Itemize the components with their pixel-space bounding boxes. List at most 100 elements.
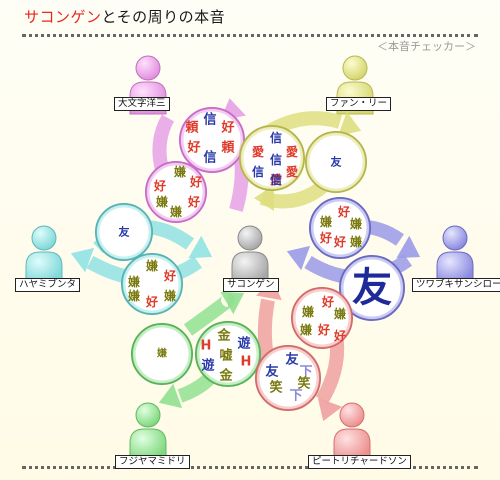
kanji-fanly-out-7: 信 xyxy=(270,172,282,187)
bubble-hayami-in-ring xyxy=(122,254,182,314)
person-taibunji-head xyxy=(135,55,161,81)
arrowhead-hayami-out xyxy=(188,235,213,259)
person-hayamibunta-body xyxy=(25,251,63,285)
person-hayamibunta xyxy=(25,225,63,285)
bubble-fanly-out-ring xyxy=(240,126,304,190)
bubble-hayami-out-ring xyxy=(96,204,152,260)
kanji-hayami-in-2: 嫌 xyxy=(127,274,140,289)
bubble-hayami-out xyxy=(95,203,153,261)
bubble-peter-in-ring xyxy=(256,346,320,410)
kanji-fujiyama-in-5: 遊 xyxy=(201,358,214,374)
person-center xyxy=(231,225,269,285)
kanji-peter-out-3: 好 xyxy=(317,322,330,337)
kanji-peter-in-0: 友 xyxy=(285,352,298,368)
kanji-taibunji-out-2: 信 xyxy=(203,112,216,128)
kanji-hayami-in-1: 好 xyxy=(163,268,176,283)
kanji-taibunji-in-1: 好 xyxy=(153,178,166,193)
bubble-taibunji-out xyxy=(179,107,245,173)
kanji-tsuwabuki-in: 友 xyxy=(352,265,392,311)
kanji-hayami-in-0: 嫌 xyxy=(145,258,158,273)
kanji-tsuwabuki-out-3: 好 xyxy=(333,234,346,249)
kanji-fujiyama-in-2: H xyxy=(201,339,212,354)
bubble-fujiyama-out-ring xyxy=(132,324,192,384)
kanji-taibunji-in-0: 嫌 xyxy=(173,164,186,179)
person-fujiyama xyxy=(129,402,167,462)
person-peter xyxy=(333,402,371,462)
kanji-hayami-in-5: 嫌 xyxy=(127,288,140,303)
kanji-peter-in-4: 下 xyxy=(289,389,302,404)
bottom-divider xyxy=(22,466,478,469)
bubble-tsuwabuki-in xyxy=(339,255,405,321)
person-tsuwabuki-body xyxy=(436,251,474,285)
kanji-tsuwabuki-out-5: 嫌 xyxy=(349,234,362,249)
kanji-fujiyama-in-1: 遊 xyxy=(237,336,250,352)
kanji-fanly-out-2: 愛 xyxy=(286,144,298,159)
page-title: サコンゲンとその周りの本音 xyxy=(24,6,225,27)
kanji-taibunji-in-4: 嫌 xyxy=(169,204,182,219)
arrowhead-tsuwabuki-in xyxy=(286,245,311,271)
kanji-fanly-out-5: 愛 xyxy=(286,164,298,179)
kanji-fanly-out-0: 信 xyxy=(270,130,282,145)
bubble-fujiyama-in xyxy=(195,321,261,387)
name-label-fujiyama: フジヤマミドリ xyxy=(115,455,190,469)
arrowhead-tsuwabuki-out xyxy=(396,235,421,259)
kanji-fanly-out-1: 愛 xyxy=(252,144,264,159)
person-peter-body xyxy=(333,428,371,462)
name-label-peter: ピートリチャードソン xyxy=(308,455,411,469)
kanji-peter-out-1: 嫌 xyxy=(301,304,314,319)
kanji-peter-out-0: 好 xyxy=(321,294,334,309)
kanji-taibunji-out-5: 信 xyxy=(203,150,216,166)
bubble-tsuwabuki-out-ring xyxy=(310,198,370,258)
bubble-fanly-in xyxy=(305,131,367,193)
bubble-taibunji-out-ring xyxy=(180,108,244,172)
bubble-fanly-out xyxy=(239,125,305,191)
bubble-tsuwabuki-in-ring xyxy=(340,256,404,320)
person-center-body xyxy=(231,251,269,285)
kanji-fanly-in: 友 xyxy=(331,155,342,169)
bubble-hayami-in xyxy=(121,253,183,315)
arrowhead-fanly-out xyxy=(254,185,274,211)
arrowhead-hayami-in xyxy=(70,247,95,273)
person-tsuwabuki xyxy=(436,225,474,285)
bubble-fujiyama-out xyxy=(131,323,193,385)
checker-label: ＜本音チェッカー＞ xyxy=(377,40,476,53)
bubble-peter-in xyxy=(255,345,321,411)
bubble-peter-out-ring xyxy=(292,288,352,348)
top-divider xyxy=(22,34,478,37)
arrowhead-fanly-in xyxy=(337,111,362,137)
person-tsuwabuki-head xyxy=(442,225,468,251)
person-hayamibunta-head xyxy=(31,225,57,251)
kanji-peter-out-4: 嫌 xyxy=(299,322,312,337)
bubble-fanly-in-ring xyxy=(306,132,366,192)
kanji-taibunji-out-1: 好 xyxy=(220,120,234,136)
kanji-peter-in-3: 笑 xyxy=(269,380,282,396)
kanji-tsuwabuki-out-2: 嫌 xyxy=(349,216,362,231)
name-label-center: サコンゲン xyxy=(223,278,279,292)
bubble-taibunji-in-ring xyxy=(146,162,206,222)
arrowhead-fujiyama-out xyxy=(220,291,245,315)
kanji-taibunji-in-5: 好 xyxy=(187,194,200,209)
person-peter-head xyxy=(339,402,365,428)
person-center-head xyxy=(237,225,263,251)
bubble-taibunji-in xyxy=(145,161,207,223)
arrowhead-peter-out xyxy=(317,397,343,422)
kanji-tsuwabuki-out-4: 好 xyxy=(319,230,332,245)
kanji-fujiyama-in-3: 嘘 xyxy=(219,348,232,364)
kanji-fujiyama-in-0: 金 xyxy=(216,328,231,344)
name-label-hayamibunta: ハヤミブンタ xyxy=(15,278,81,292)
kanji-peter-in-5: 笑 xyxy=(297,376,310,392)
kanji-hayami-out: 友 xyxy=(119,225,130,239)
bubble-peter-out xyxy=(291,287,353,349)
kanji-hayami-in-4: 好 xyxy=(145,294,158,309)
kanji-taibunji-out-3: 好 xyxy=(186,140,200,156)
kanji-peter-in-2: 下 xyxy=(299,365,312,380)
kanji-fujiyama-out: 嫌 xyxy=(156,347,167,360)
name-label-fanly: ファン・リー xyxy=(326,97,392,111)
kanji-hayami-in-3: 嫌 xyxy=(163,288,176,303)
person-fujiyama-head xyxy=(135,402,161,428)
kanji-fanly-out-4: 信 xyxy=(252,164,264,179)
title-suffix: とその周りの本音 xyxy=(101,8,226,26)
kanji-tsuwabuki-out-1: 嫌 xyxy=(319,214,332,229)
